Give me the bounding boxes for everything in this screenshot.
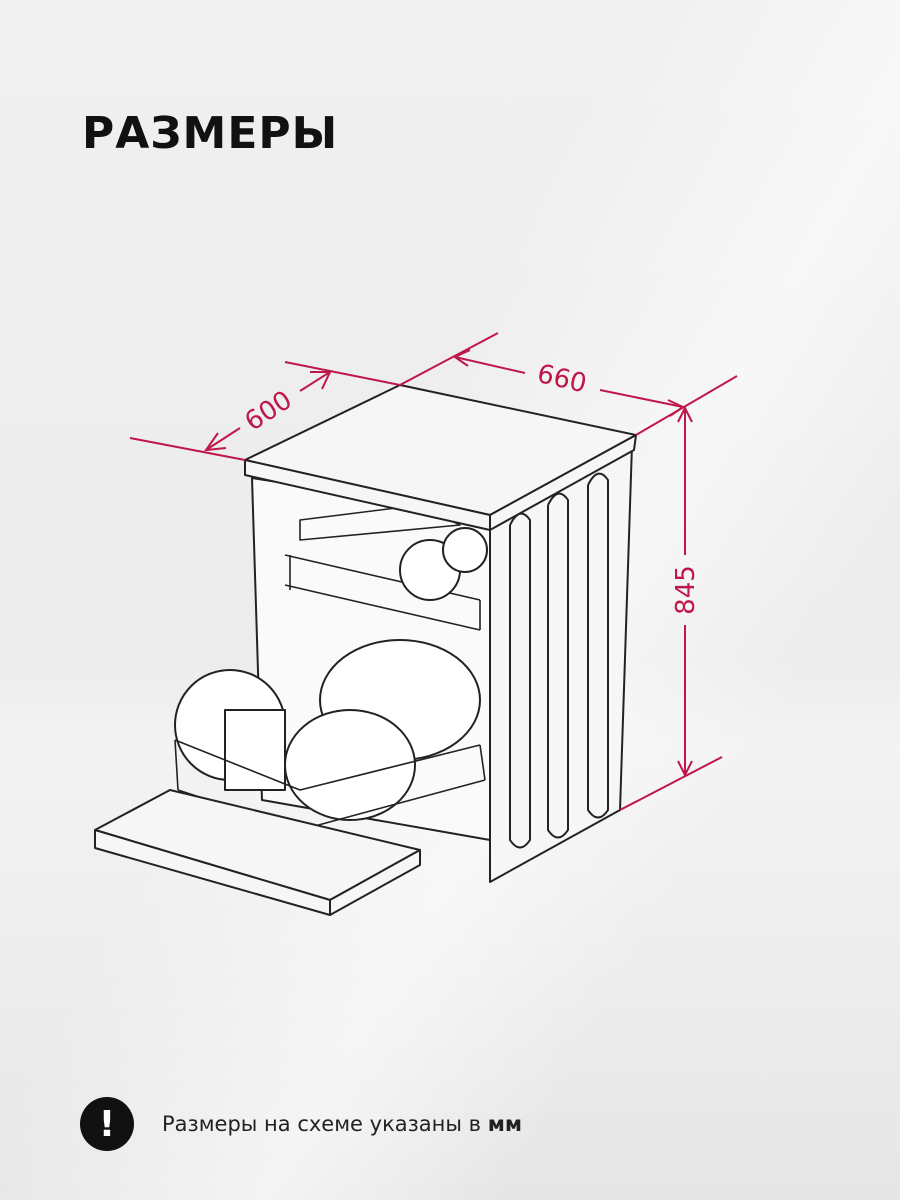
exclamation-circle-icon: ! (80, 1097, 134, 1151)
cutlery-basket (224, 709, 286, 791)
depth-line-b (599, 389, 684, 408)
unit-note-text: Размеры на схеме указаны в мм (162, 1112, 522, 1136)
dimension-lines (129, 332, 738, 811)
dishwasher-drawing (94, 384, 637, 916)
page-title: РАЗМЕРЫ (82, 108, 339, 159)
unit-note-prefix: Размеры на схеме указаны в (162, 1112, 482, 1136)
depth-line-a (454, 356, 526, 374)
unit-note: ! Размеры на схеме указаны в мм (80, 1097, 522, 1151)
depth-label: 660 (534, 359, 589, 399)
height-label: 845 (671, 565, 701, 615)
width-line-a (205, 427, 241, 451)
width-label: 600 (240, 385, 298, 437)
width-line-b (299, 371, 331, 392)
upper-rack (284, 504, 481, 631)
unit-label: мм (487, 1112, 523, 1136)
